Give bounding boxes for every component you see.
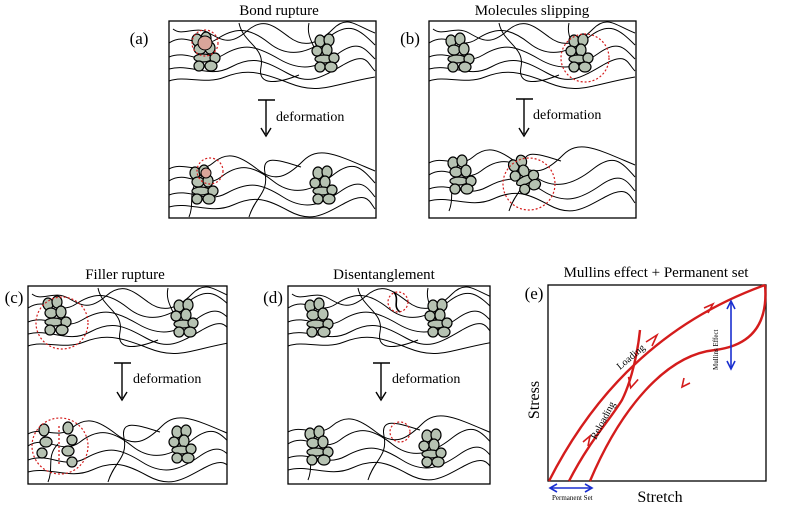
filler-cluster	[36, 295, 199, 468]
deformation-arrow	[114, 362, 131, 402]
deformation-label: deformation	[133, 372, 201, 387]
highlight-circle	[35, 296, 89, 350]
panel-e-label: (e)	[525, 284, 544, 303]
mullins-label: Mullins Effect	[712, 329, 720, 370]
mullins-bracket	[726, 299, 736, 371]
highlight-circle	[389, 421, 411, 443]
deformation-label: deformation	[276, 110, 344, 125]
panel-d-label: (d)	[263, 288, 283, 307]
unloading-curve	[588, 284, 767, 482]
panel-c-content	[28, 286, 227, 483]
panel-c-frame	[27, 285, 228, 485]
reloading-curve	[567, 329, 642, 482]
highlight-circle	[191, 29, 219, 57]
panel-d-frame	[287, 285, 491, 485]
panel-b-content	[429, 21, 636, 212]
entanglement	[393, 291, 401, 313]
deformation-label: deformation	[533, 108, 601, 123]
panel-b-label: (b)	[400, 29, 420, 48]
direction-arrows	[582, 302, 715, 447]
loading-curve	[547, 283, 766, 482]
deformation-arrow	[373, 362, 390, 402]
panel-e: Mullins effect + Permanent set (e) Stres…	[525, 265, 767, 506]
panel-a-label: (a)	[130, 29, 149, 48]
x-axis-label: Stretch	[637, 489, 682, 506]
panel-b-frame	[428, 20, 637, 219]
y-axis-label: Stress	[526, 381, 543, 419]
panel-b-title: Molecules slipping	[475, 3, 590, 19]
deformation-label: deformation	[392, 372, 460, 387]
deformation-arrow	[258, 99, 275, 138]
panel-b: Molecules slipping (b) deformation	[400, 3, 637, 219]
highlight-circle	[502, 157, 556, 211]
permanent-set-label: Permanent Set	[552, 494, 593, 502]
graph-frame	[547, 284, 767, 482]
panel-d-content	[288, 286, 490, 481]
panel-c-title: Filler rupture	[85, 267, 165, 283]
ruptured-bond	[200, 167, 212, 179]
panel-a: Bond rupture (a) deformation	[130, 3, 377, 219]
ruptured-bond	[197, 35, 213, 51]
deformation-arrow	[516, 98, 533, 138]
graph-title: Mullins effect + Permanent set	[564, 265, 750, 281]
panel-a-title: Bond rupture	[239, 3, 319, 19]
highlight-circle	[196, 157, 224, 185]
highlight-circle	[387, 291, 409, 313]
panel-d: Disentanglement (d) deformation	[263, 267, 491, 485]
highlight-circle	[31, 417, 89, 475]
stress-curves	[547, 283, 767, 482]
panel-a-content	[169, 21, 376, 218]
highlight-circle	[560, 33, 610, 83]
panel-d-title: Disentanglement	[333, 267, 435, 283]
panel-c-label: (c)	[5, 288, 24, 307]
panel-a-frame	[168, 20, 377, 219]
panel-c: Filler rupture (c)	[5, 267, 228, 485]
permanent-set-bracket	[548, 483, 594, 493]
